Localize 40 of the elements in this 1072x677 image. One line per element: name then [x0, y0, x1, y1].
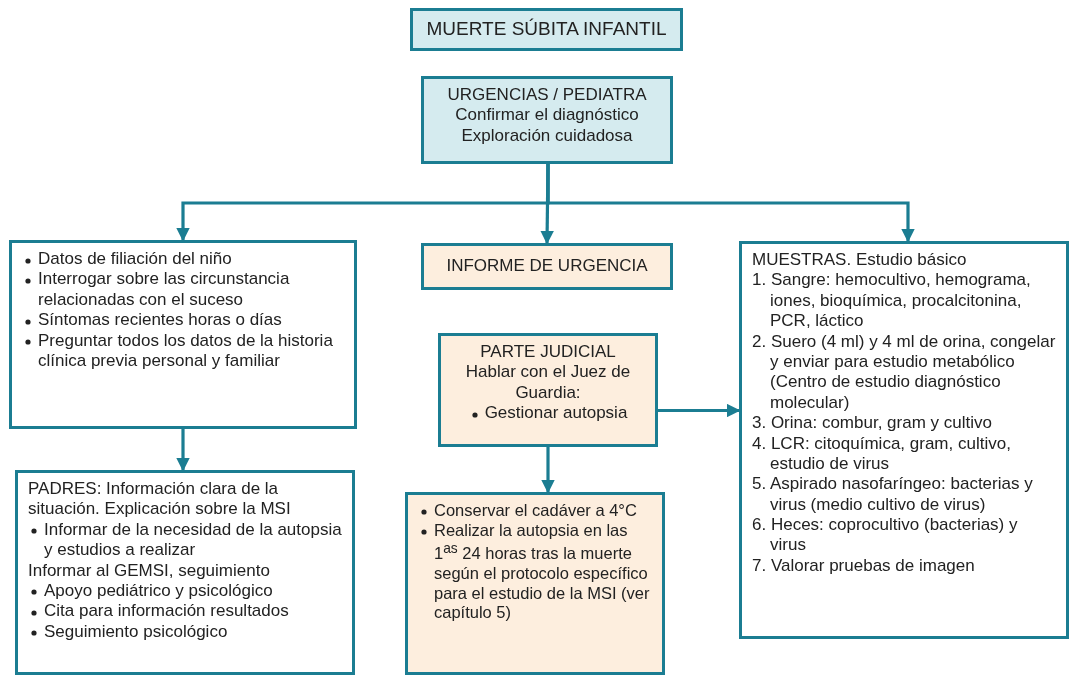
- bullet-text: Síntomas recientes horas o días: [38, 310, 282, 330]
- bullet-text: Gestionar autopsia: [484, 403, 628, 423]
- box-text: Hablar con el Juez de Guardia:: [464, 362, 632, 404]
- process-box: [421, 243, 673, 290]
- arrow: [546, 164, 915, 243]
- arrow: [658, 403, 741, 418]
- bullet-text: Realizar la autopsia en las 1$^{as}$ 24 horas tras la muerte según el protocolo específico para el estudio de la MSI (ver capítulo 5): [434, 520, 650, 622]
- box-text: Informar al GEMSI, seguimiento: [28, 560, 271, 581]
- bullet-text: Cita para información resultados: [44, 601, 289, 621]
- bullet-text: Datos de filiación del niño: [38, 249, 232, 268]
- box-text: Exploración cuidadosa: [460, 125, 634, 147]
- box-text: Confirmar el diagnóstico: [454, 105, 640, 126]
- process-box: [15, 470, 355, 675]
- bullet-text: Informar de la necesidad de la autopsia y estudios a realizar: [44, 519, 342, 560]
- bullet-text: Seguimiento psicológico: [44, 621, 228, 641]
- box-text: PADRES: Información clara de la situación. Explicación sobre la MSI: [28, 479, 292, 520]
- box-heading: MUERTE SÚBITA INFANTIL: [426, 18, 667, 41]
- bullet-text: Preguntar todos los datos de la historia clínica previa personal y familiar: [38, 330, 333, 370]
- arrow: [176, 429, 190, 472]
- bullet-text: Conservar el cadáver a 4°C: [434, 501, 637, 519]
- list-item: 7. Valorar pruebas de imagen: [752, 555, 976, 577]
- list-item: 3. Orina: combur, gram y cultivo: [752, 413, 993, 434]
- list-item: 4. LCR: citoquímica, gram, cultivo, estudio de virus: [752, 433, 1012, 475]
- title-box: [410, 8, 683, 51]
- process-box: [438, 333, 658, 447]
- bullet-text: Interrogar sobre las circunstancia relacionadas con el suceso: [38, 269, 290, 309]
- arrow: [541, 447, 555, 494]
- process-box: [739, 241, 1069, 639]
- box-heading: INFORME DE URGENCIA: [446, 256, 648, 277]
- process-box: [9, 240, 357, 429]
- process-box: [405, 492, 665, 675]
- list-item: 5. Aspirado nasofaríngeo: bacterias y virus (medio cultivo de virus): [752, 474, 1034, 516]
- box-text: PARTE JUDICIAL: [479, 342, 617, 363]
- list-item: 2. Suero (4 ml) y 4 ml de orina, congelar y enviar para estudio metabólico (Centro de estudio diagnóstico molecular): [752, 331, 1056, 414]
- list-item: 1. Sangre: hemocultivo, hemograma, iones, bioquímica, procalcitonina, PCR, láctico: [752, 270, 1032, 332]
- box-heading: URGENCIAS / PEDIATRA: [446, 85, 648, 106]
- bullet-text: Apoyo pediátrico y psicológico: [44, 580, 273, 600]
- process-box: [421, 76, 673, 164]
- list-item: 6. Heces: coprocultivo (bacterias) y virus: [752, 515, 1019, 556]
- box-heading: MUESTRAS. Estudio básico: [752, 250, 968, 271]
